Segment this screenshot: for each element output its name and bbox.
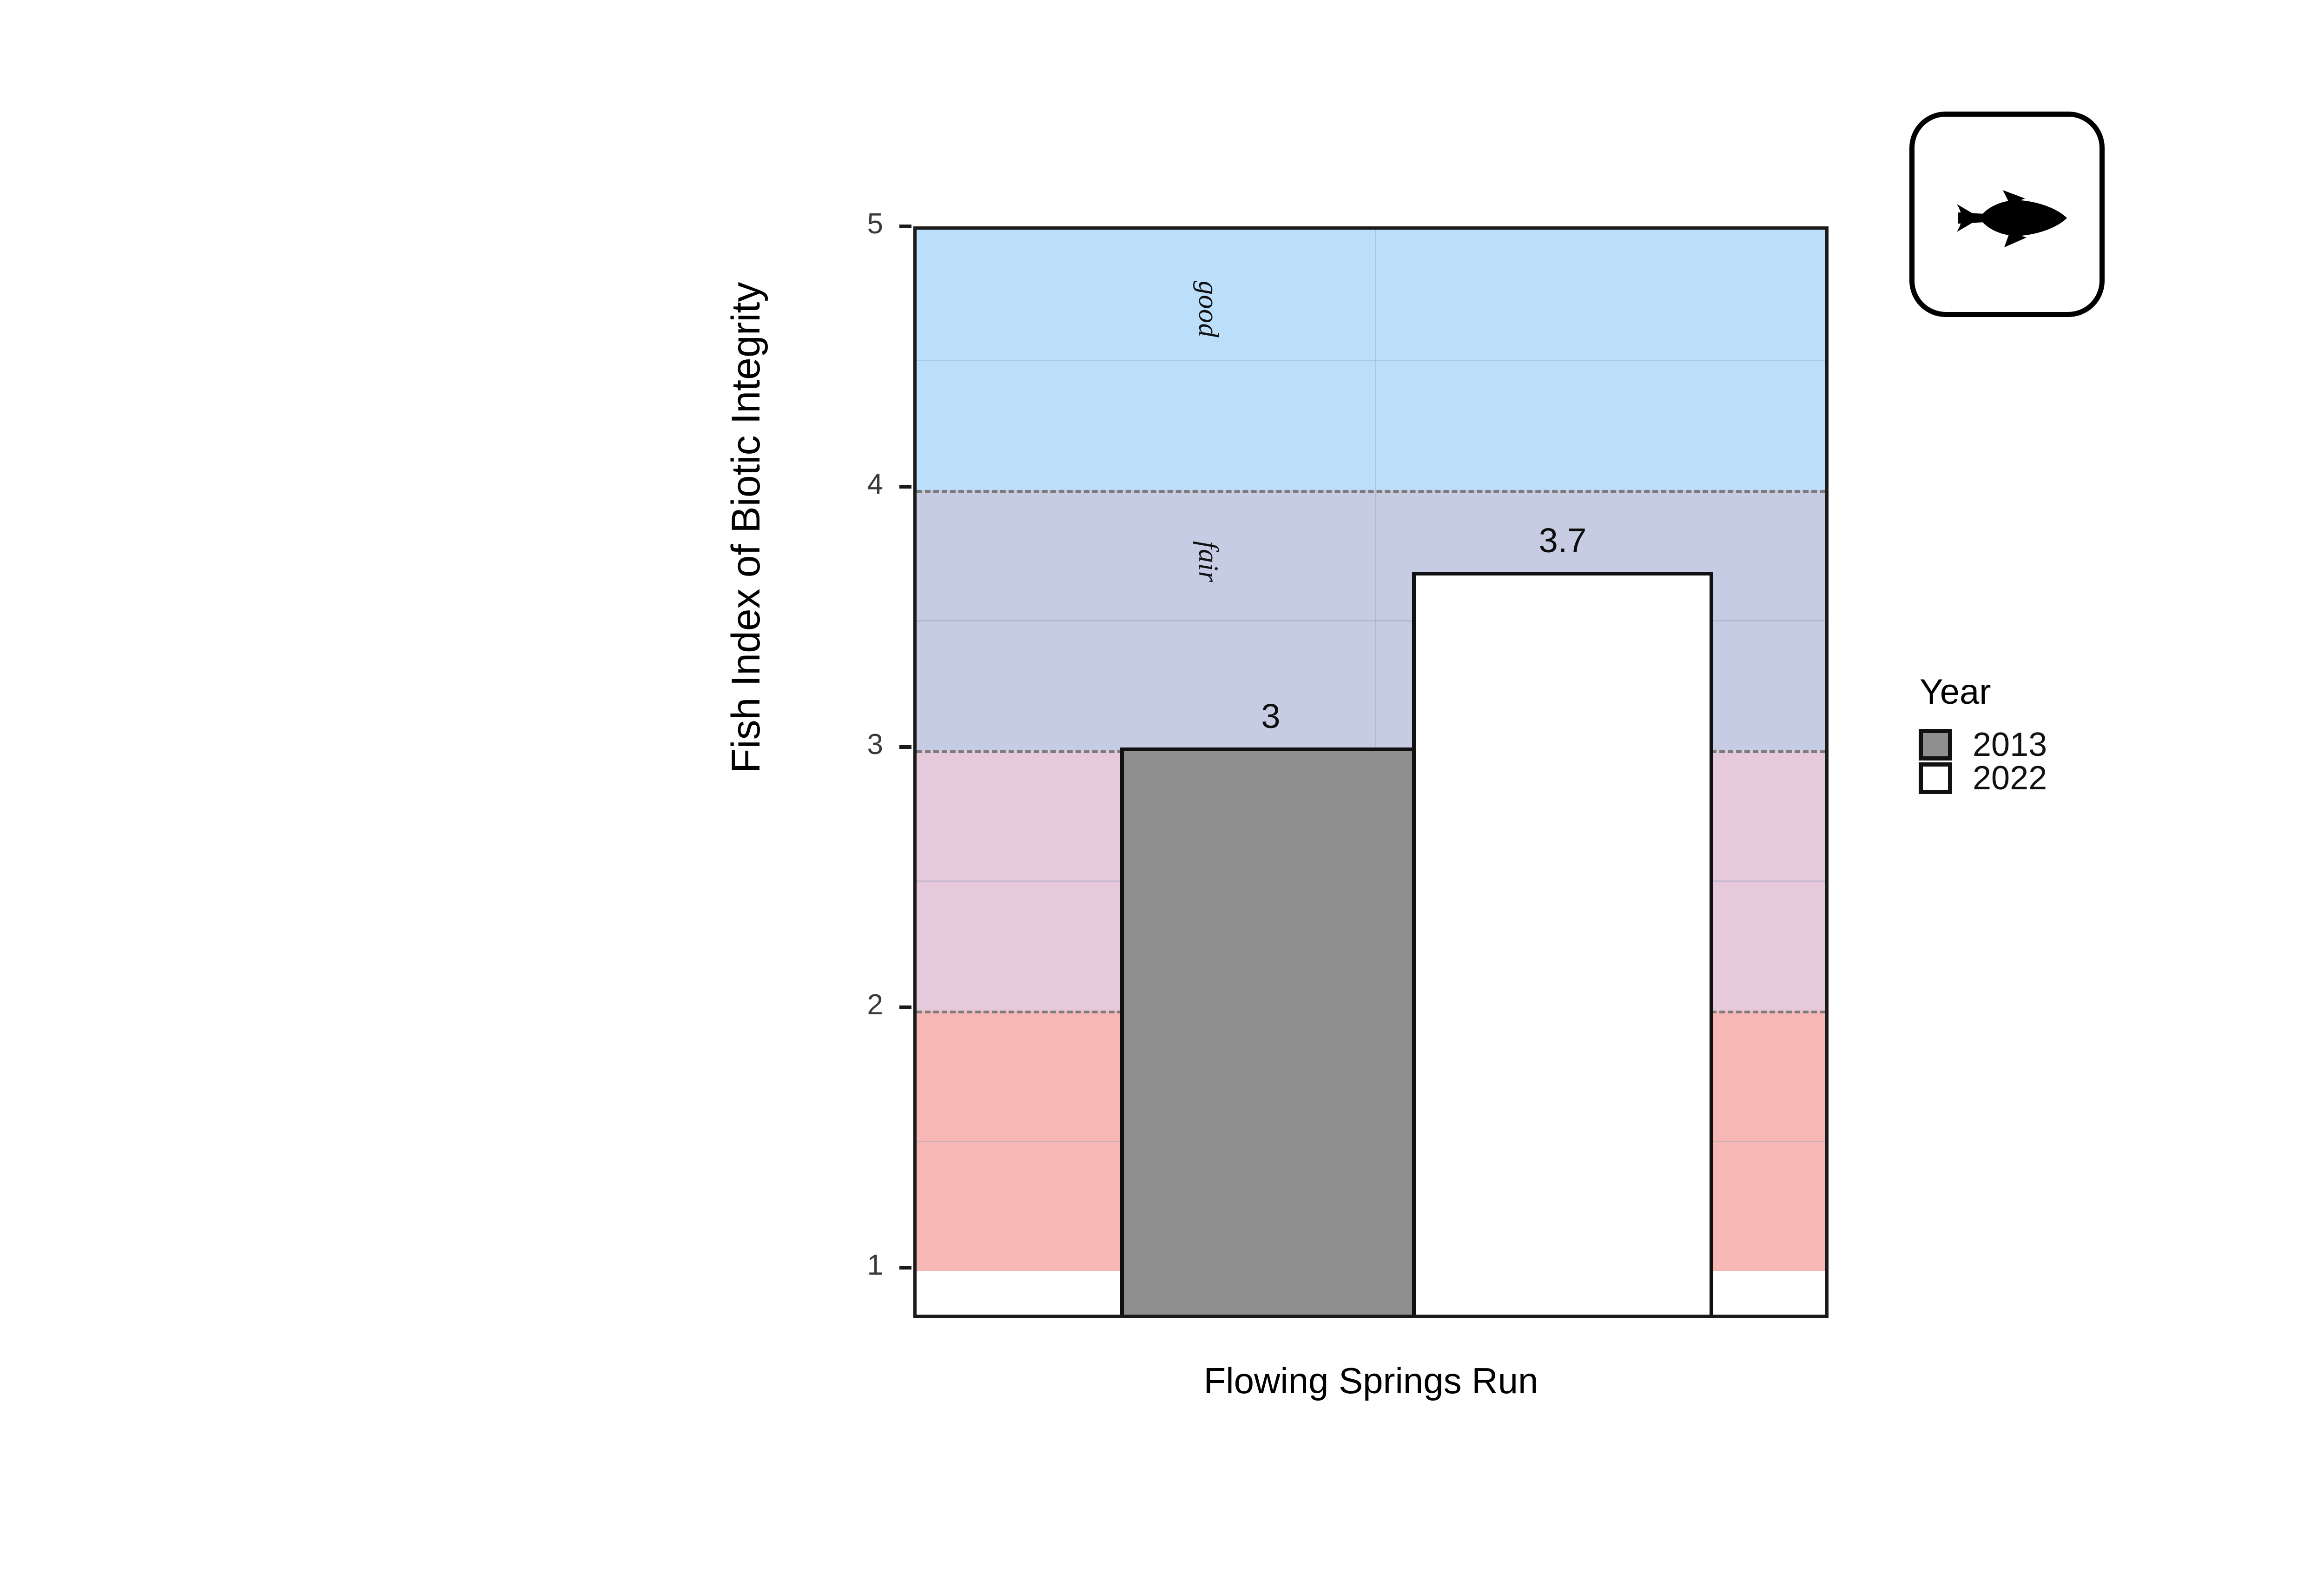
- legend-label-2013: 2013: [1973, 726, 2047, 763]
- y-axis-title: Fish Index of Biotic Integrity: [724, 282, 768, 773]
- y-tick-label-3: 3: [867, 728, 883, 761]
- legend-item-2022[interactable]: 2022: [1919, 761, 2244, 795]
- y-tick-label-2: 2: [867, 989, 883, 1021]
- y-tick-mark-3: [899, 745, 911, 749]
- bar-value-2022: 3.7: [1538, 521, 1587, 560]
- bar-2013[interactable]: [1120, 747, 1421, 1315]
- fish-icon-box: [1909, 112, 2105, 317]
- band-good: [917, 230, 1825, 490]
- y-tick-label-4: 4: [867, 468, 883, 500]
- legend: Year 2013 2022: [1919, 672, 2244, 795]
- y-tick-label-5: 5: [867, 208, 883, 240]
- fish-icon: [1957, 190, 2067, 248]
- y-tick-mark-4: [899, 485, 911, 489]
- legend-swatch-2022: [1919, 762, 1952, 794]
- y-tick-mark-1: [899, 1266, 911, 1270]
- band-label-fair: fair: [1193, 541, 1224, 582]
- legend-swatch-2013: [1919, 729, 1952, 761]
- band-label-good: good: [1193, 281, 1224, 337]
- gridline-major-4: [917, 490, 1825, 493]
- legend-item-2013[interactable]: 2013: [1919, 728, 2244, 761]
- legend-title: Year: [1920, 672, 1991, 712]
- plot-panel: good fair poor very poor 3 3.7: [913, 226, 1829, 1318]
- y-tick-label-1: 1: [867, 1249, 883, 1281]
- y-tick-mark-5: [899, 225, 911, 228]
- gridline-minor-3p5: [917, 620, 1825, 622]
- legend-label-2022: 2022: [1973, 760, 2047, 797]
- gridline-minor-4p5: [917, 360, 1825, 361]
- plot-panel-inner: good fair poor very poor 3 3.7: [917, 230, 1825, 1315]
- y-tick-mark-2: [899, 1005, 911, 1009]
- bar-2022[interactable]: [1412, 572, 1713, 1315]
- bar-value-2013: 3: [1261, 697, 1281, 735]
- x-axis-label: Flowing Springs Run: [1203, 1360, 1538, 1401]
